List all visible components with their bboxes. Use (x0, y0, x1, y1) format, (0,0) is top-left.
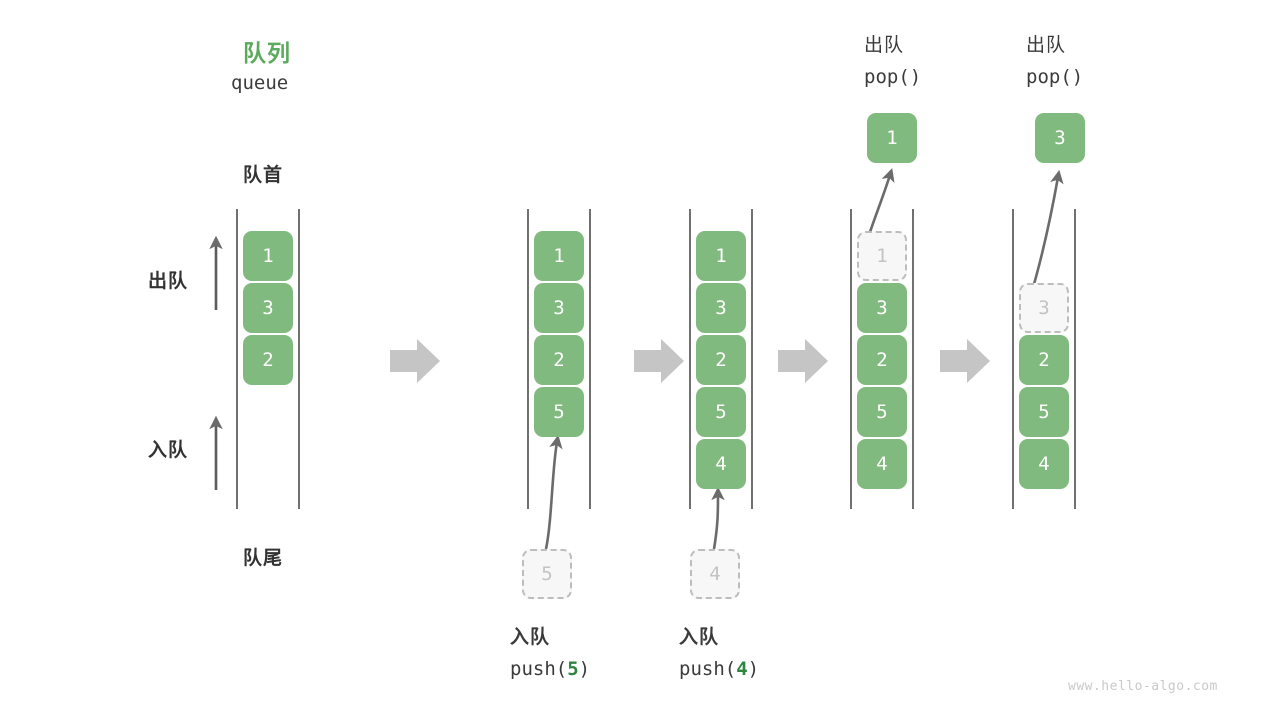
queue-cell: 5 (696, 387, 746, 437)
operation-label-pop-3-code: pop() (1026, 66, 1083, 88)
queue-cell: 3 (696, 283, 746, 333)
queue-cell-new: 5 (534, 387, 584, 437)
code-arg: 5 (567, 658, 579, 680)
code-prefix: push( (679, 658, 737, 680)
queue-cell: 5 (857, 387, 907, 437)
queue-cell-removed: 1 (857, 231, 907, 281)
queue-cell: 2 (1019, 335, 1069, 385)
queue-cell: 2 (534, 335, 584, 385)
code-arg: 4 (736, 658, 748, 680)
code-prefix: push( (510, 658, 568, 680)
incoming-element: 4 (690, 549, 740, 599)
rear-label: 队尾 (243, 548, 284, 569)
queue-cell: 2 (857, 335, 907, 385)
front-label: 队首 (243, 165, 284, 186)
queue-cell: 2 (243, 335, 293, 385)
queue-cell-removed: 3 (1019, 283, 1069, 333)
queue-cell-new: 4 (696, 439, 746, 489)
queue-cell: 3 (243, 283, 293, 333)
dequeue-direction-label: 出队 (148, 271, 189, 292)
queue-cell: 4 (1019, 439, 1069, 489)
operation-label-push-4-code: push(4) (679, 658, 759, 680)
page-title: 队列 (243, 40, 291, 66)
popped-element: 1 (867, 113, 917, 163)
watermark: www.hello-algo.com (1068, 679, 1218, 694)
queue-cell: 2 (696, 335, 746, 385)
queue-cell: 1 (534, 231, 584, 281)
queue-cell: 3 (857, 283, 907, 333)
code-suffix: ) (747, 658, 760, 680)
queue-cell: 1 (243, 231, 293, 281)
code-suffix: ) (1071, 66, 1084, 88)
operation-label-push-5-code: push(5) (510, 658, 590, 680)
push-connectors (544, 434, 725, 550)
queue-cell: 4 (857, 439, 907, 489)
queue-cell: 5 (1019, 387, 1069, 437)
code-suffix: ) (909, 66, 922, 88)
page-subtitle: queue (231, 72, 289, 94)
incoming-element: 5 (522, 549, 572, 599)
operation-label-pop-3-cn: 出队 (1026, 35, 1067, 56)
popped-element: 3 (1035, 113, 1085, 163)
queue-rails (236, 209, 1076, 509)
queue-cell: 3 (534, 283, 584, 333)
operation-label-push-5-cn: 入队 (510, 627, 551, 648)
code-suffix: ) (578, 658, 591, 680)
operation-label-pop-1-cn: 出队 (864, 35, 905, 56)
queue-cell: 1 (696, 231, 746, 281)
code-prefix: pop( (1026, 66, 1072, 88)
operation-label-push-4-cn: 入队 (679, 627, 720, 648)
operation-label-pop-1-code: pop() (864, 66, 921, 88)
enqueue-direction-label: 入队 (148, 440, 189, 461)
code-prefix: pop( (864, 66, 910, 88)
